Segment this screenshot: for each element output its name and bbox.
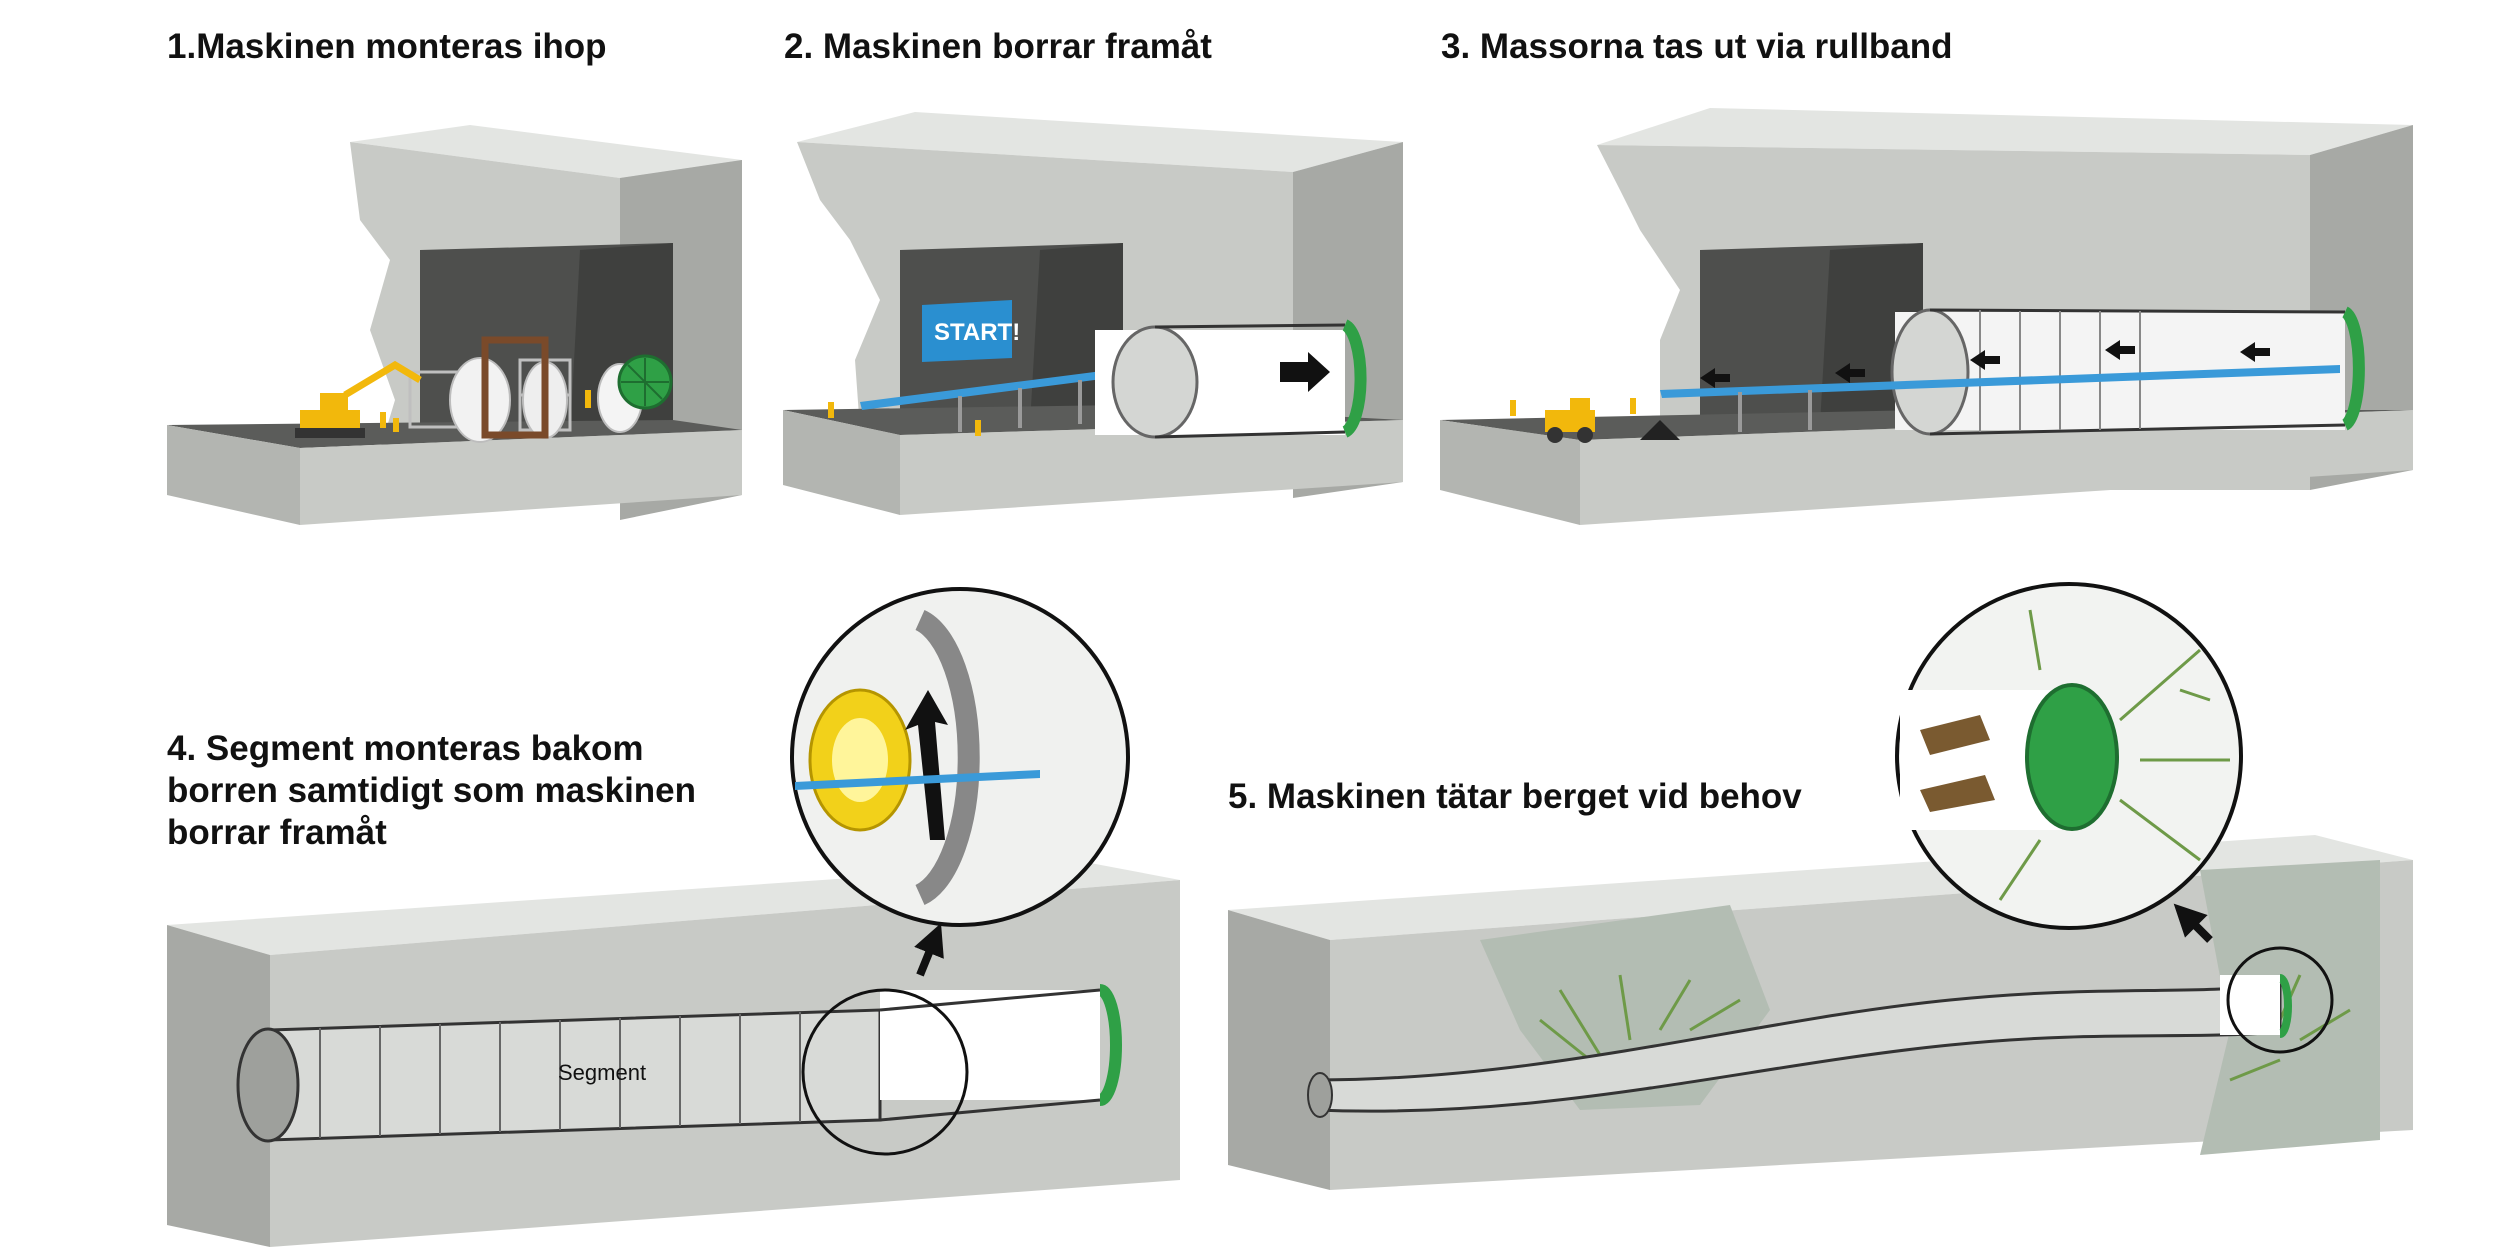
segment-rings <box>1979 310 2141 432</box>
panel-1-assembly <box>167 125 742 525</box>
panel-5-grouting <box>1228 582 2413 1190</box>
segment-label: Segment <box>558 1060 646 1085</box>
floor-side <box>900 420 1403 515</box>
tbm-bottom-edge <box>1929 423 2346 436</box>
step-4-caption-line-1: 4. Segment monteras bakom <box>167 729 644 768</box>
segment-erector-core <box>832 718 888 802</box>
tunnel-portal <box>236 1027 300 1143</box>
segment-rings <box>319 1012 801 1138</box>
tbm-body <box>880 990 1100 1100</box>
worker-icons <box>828 402 981 436</box>
wheel-loader-icon <box>1545 398 1595 443</box>
start-sign-text: START! <box>934 319 1020 346</box>
floor-front <box>1440 420 1580 525</box>
step-4-caption: 4. Segment monteras bakom borren samtidi… <box>167 728 696 854</box>
panel-2-drilling: START! <box>783 112 1403 515</box>
tbm-bottom-edge <box>879 1098 1101 1122</box>
drill-rig <box>1920 715 1995 812</box>
step-4-caption-line-2: borren samtidigt som maskinen <box>167 771 697 810</box>
tbm-rear-ring <box>1111 325 1199 439</box>
rock-top <box>797 112 1403 172</box>
cutter-head <box>2025 683 2119 831</box>
rock-face <box>167 925 270 1247</box>
direction-arrow-icon <box>1280 352 1330 392</box>
tbm-top-edge <box>1154 323 1346 329</box>
step-1-caption: 1.Maskinen monteras ihop <box>167 27 607 66</box>
tbm-rear-ring <box>1890 308 1970 436</box>
start-sign <box>922 300 1012 362</box>
rock-face <box>1228 910 1330 1190</box>
floor-front <box>167 425 300 525</box>
tbm-top-edge <box>879 988 1101 1012</box>
callout-arrow-icon <box>914 923 944 977</box>
tbm-shield-section <box>914 609 980 906</box>
step-4-caption-line-3: borrar framåt <box>167 813 387 852</box>
grout-fans <box>1998 609 2230 901</box>
rock-top <box>1597 108 2413 155</box>
tunnel-portal <box>1307 1072 1333 1118</box>
rotation-arrow-icon <box>905 690 948 840</box>
floor-front <box>783 410 900 515</box>
step-2-caption: 2. Maskinen borrar framåt <box>784 27 1212 66</box>
excavator-icon <box>295 360 422 438</box>
cutter-head <box>1098 984 1122 1106</box>
detail-callout-ring <box>801 988 969 1156</box>
callout-arrow-icon <box>2173 903 2213 943</box>
spoil-pile <box>1640 420 1680 440</box>
step-3-caption: 3. Massorna tas ut via rullband <box>1441 27 1953 66</box>
floor-side <box>1580 410 2413 525</box>
worker-icons <box>380 390 591 432</box>
panel-3-conveyor <box>1440 108 2413 525</box>
cutter-head <box>2341 306 2365 431</box>
cutter-head <box>2278 974 2292 1038</box>
machine-shield-part <box>449 357 511 443</box>
conveyor-arrow-icons <box>1700 340 2270 388</box>
conveyor <box>1660 365 2340 398</box>
step-5-caption: 5. Maskinen tätar berget vid behov <box>1228 777 1802 816</box>
cutter-head <box>1342 319 1367 438</box>
conveyor <box>860 370 1110 410</box>
conveyor-supports <box>1738 390 1812 432</box>
detail-callout-ring <box>2226 946 2334 1054</box>
rock-top <box>350 125 742 178</box>
conveyor-supports <box>958 380 1082 432</box>
panel-4-segments: Segment <box>167 587 1180 1247</box>
cutter-head-spokes <box>621 358 669 406</box>
worker-icons <box>1510 398 1636 416</box>
conveyor <box>795 770 1040 790</box>
assembly-frame <box>481 336 549 439</box>
floor-side <box>300 430 742 525</box>
tbm-bottom-edge <box>1154 430 1346 439</box>
tbm-top-edge <box>1929 308 2346 314</box>
